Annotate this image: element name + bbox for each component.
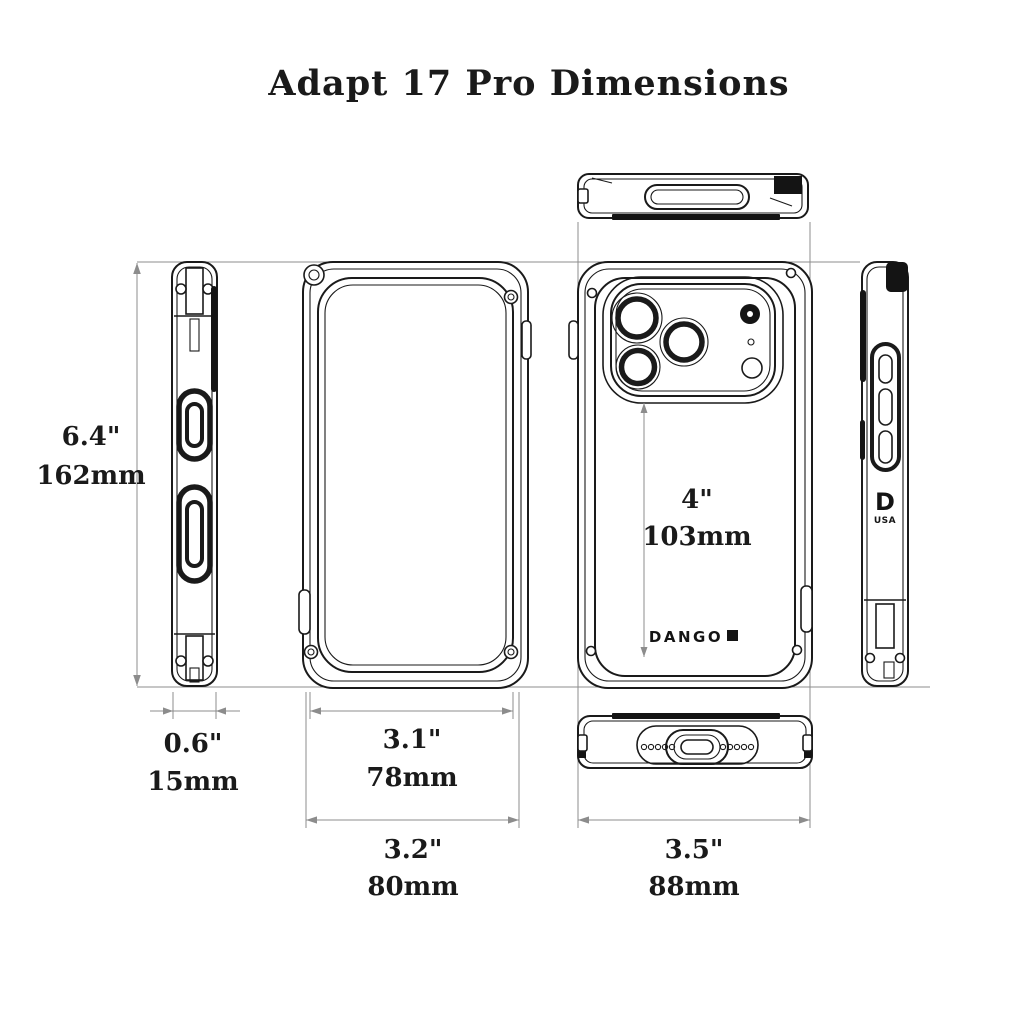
back-logo: DANGO <box>649 628 738 646</box>
body-width-mm-label: 80mm <box>367 872 458 902</box>
front-lanyard-slot <box>298 589 311 635</box>
volume-down-button <box>878 430 893 464</box>
lidar-sensor <box>741 357 763 379</box>
corner-screws-back <box>585 267 803 657</box>
dim-screen-width <box>310 707 513 715</box>
usb-c-port <box>665 729 729 765</box>
camera-lens-bottom <box>618 347 658 387</box>
camera-span-inches-label: 4" <box>681 485 713 515</box>
view-front <box>298 261 532 689</box>
back-logo-mark <box>727 630 738 641</box>
side-logo-country: USA <box>874 516 896 526</box>
back-logo-text: DANGO <box>649 628 723 646</box>
camera-lens-top <box>615 296 659 340</box>
overall-depth-mm-label: 88mm <box>648 872 739 902</box>
top-slot <box>644 184 750 210</box>
speaker-holes-left <box>640 743 676 751</box>
body-width-inches-label: 3.2" <box>384 835 443 865</box>
height-mm-label: 162mm <box>36 461 145 491</box>
view-left-side <box>171 261 218 687</box>
speaker-holes-right <box>719 743 755 751</box>
action-button <box>878 354 893 384</box>
side-logo: D USA <box>874 488 896 526</box>
screen-width-mm-label: 78mm <box>366 763 457 793</box>
back-panel <box>594 277 796 677</box>
screen-width-inches-label: 3.1" <box>383 725 442 755</box>
top-camera-bump <box>774 176 802 194</box>
dim-height <box>133 263 141 686</box>
corner-screws-front <box>303 264 519 660</box>
camera-module <box>602 276 784 404</box>
mic-hole <box>747 338 755 346</box>
dim-thickness <box>150 707 240 715</box>
height-inches-label: 6.4" <box>62 422 121 452</box>
camera-bump-strip <box>211 286 217 392</box>
view-back: DANGO <box>568 261 813 689</box>
camera-bump-dark <box>886 262 908 292</box>
page-title: Adapt 17 Pro Dimensions <box>267 63 789 104</box>
screen-outline <box>317 277 514 673</box>
side-button-lower <box>176 484 213 584</box>
volume-up-button <box>878 388 893 426</box>
front-side-button <box>521 320 532 360</box>
dim-overall-depth <box>578 816 810 824</box>
thickness-mm-label: 15mm <box>147 767 238 797</box>
thickness-inches-label: 0.6" <box>164 729 223 759</box>
side-button-upper <box>176 388 213 462</box>
camera-lens-middle <box>663 321 705 363</box>
side-logo-letter: D <box>875 488 895 516</box>
view-right-side: D USA <box>860 261 909 687</box>
view-top <box>577 173 809 220</box>
overall-depth-inches-label: 3.5" <box>665 835 724 865</box>
dim-camera-span <box>640 403 648 657</box>
view-bottom <box>577 713 813 769</box>
camera-span-mm-label: 103mm <box>642 522 751 552</box>
volume-recess <box>870 342 901 472</box>
dim-body-width <box>306 816 519 824</box>
